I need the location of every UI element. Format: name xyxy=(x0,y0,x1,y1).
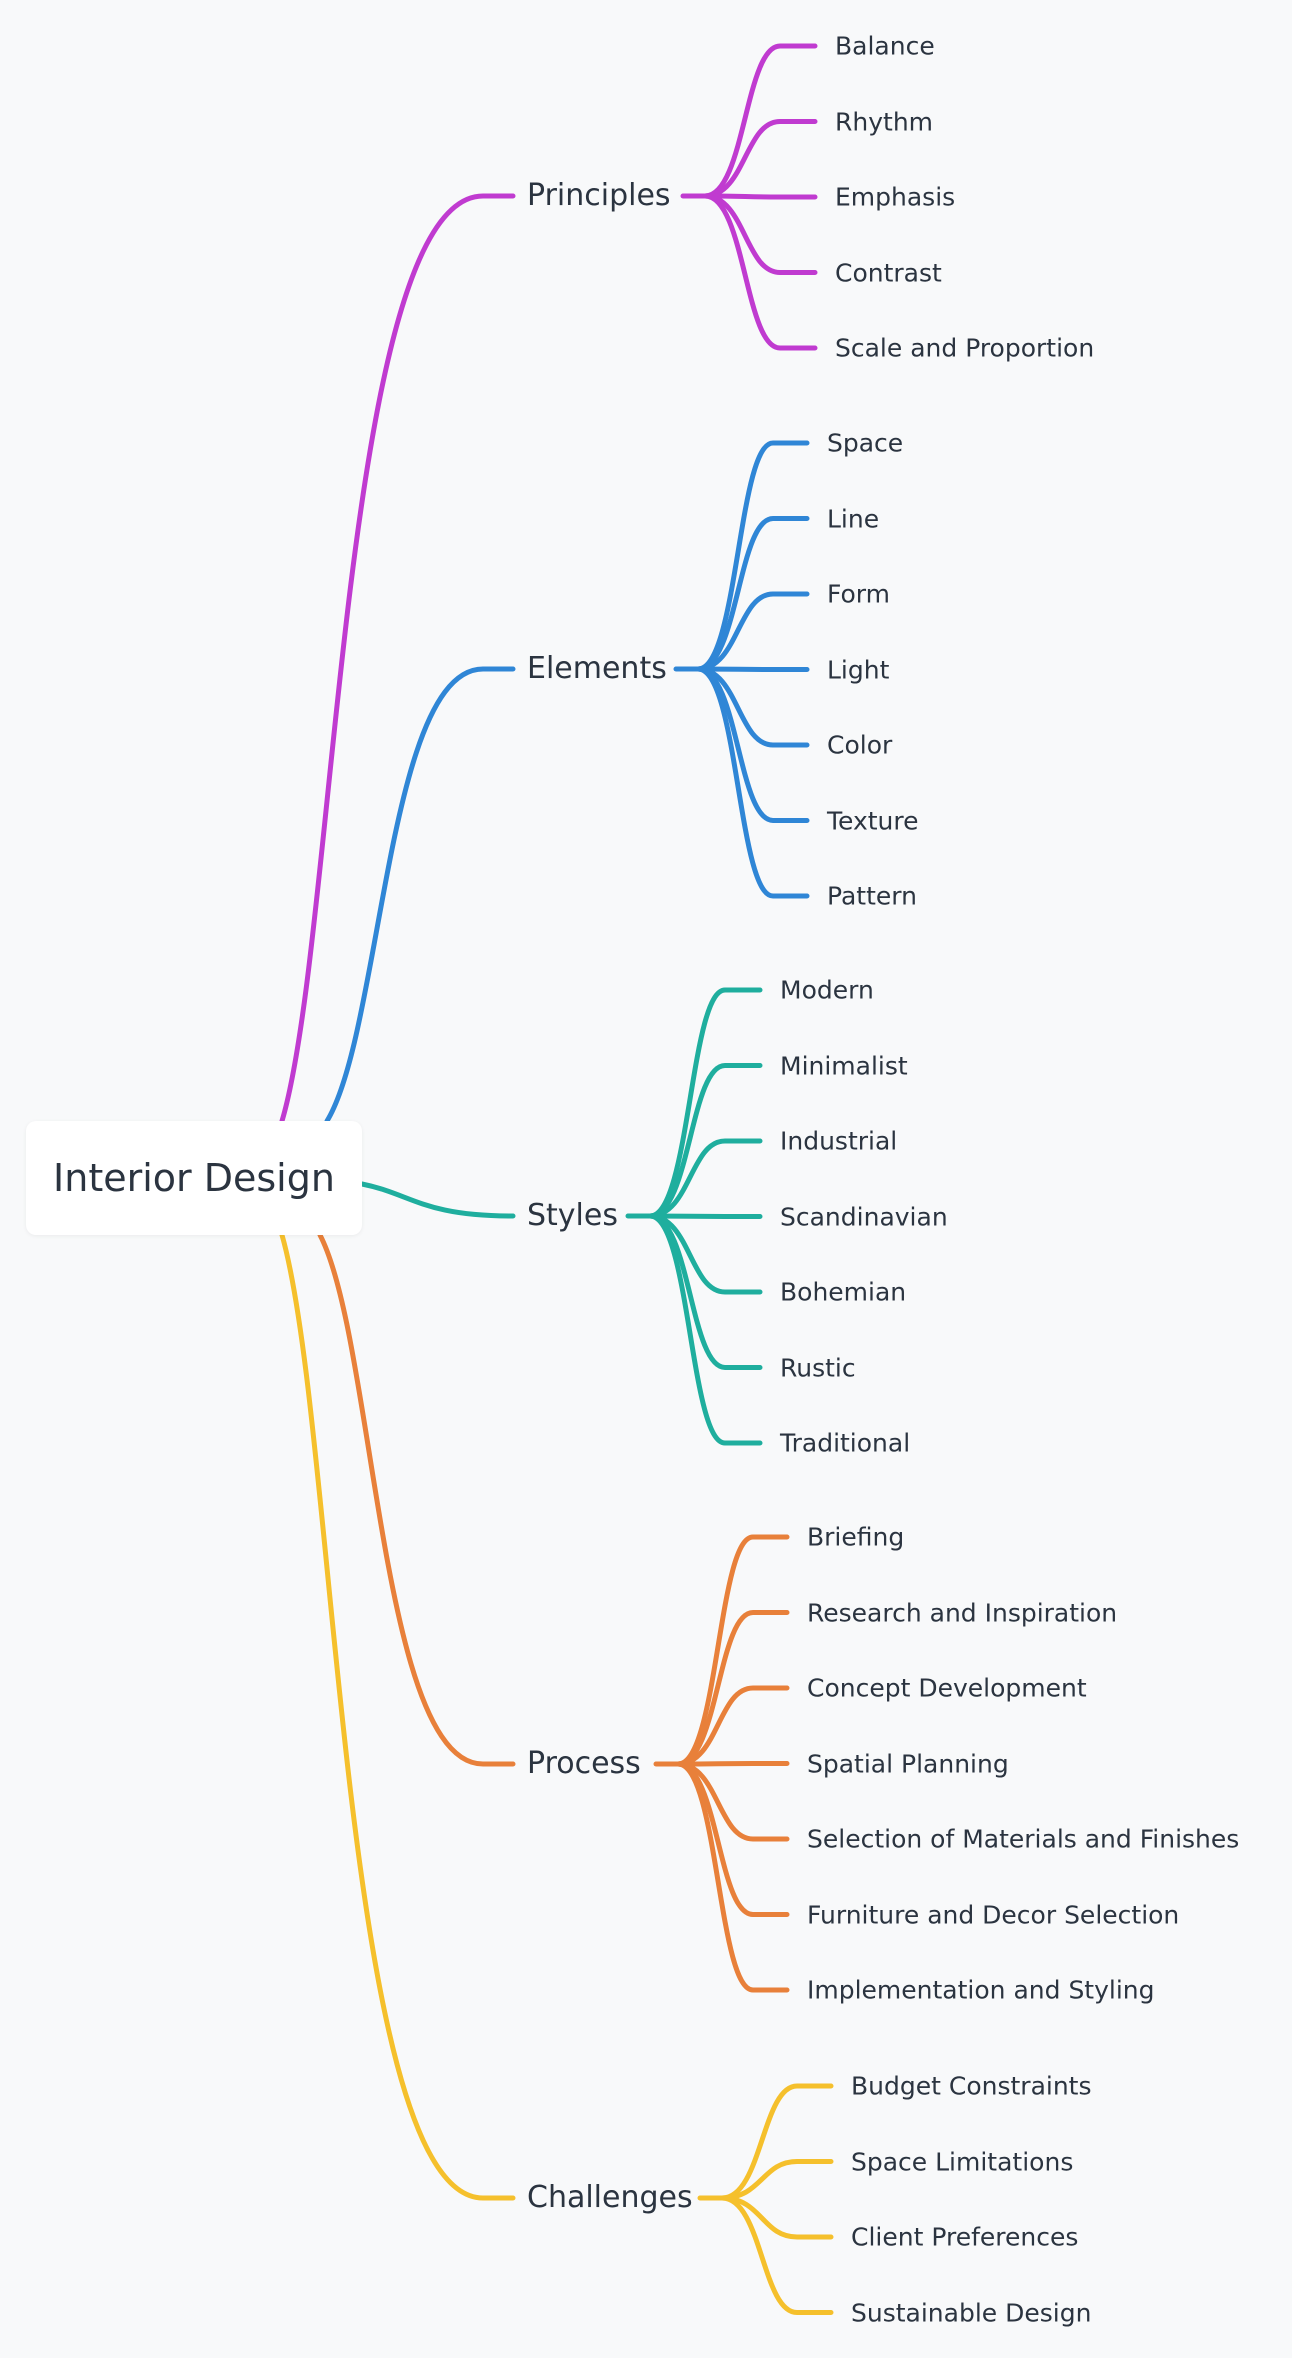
edge-root-elements xyxy=(324,666,516,1124)
leaf-node[interactable]: Industrial xyxy=(780,1126,898,1156)
edge-elements-leaf-0 xyxy=(695,440,810,672)
edge-process-leaf-1 xyxy=(675,1610,790,1767)
edge-challenges-leaf-0 xyxy=(719,2083,834,2201)
branch-node-principles[interactable]: Principles xyxy=(527,178,671,213)
leaf-node[interactable]: Space xyxy=(827,428,904,458)
edge-process-leaf-3 xyxy=(675,1761,790,1767)
leaf-node[interactable]: Emphasis xyxy=(835,182,956,212)
leaf-node[interactable]: Balance xyxy=(835,31,935,61)
branch-node-process[interactable]: Process xyxy=(527,1746,641,1781)
edge-process-leaf-2 xyxy=(675,1685,790,1767)
leaf-node[interactable]: Line xyxy=(827,504,880,533)
leaf-node[interactable]: Selection of Materials and Finishes xyxy=(807,1824,1240,1854)
leaf-node[interactable]: Traditional xyxy=(780,1428,911,1458)
edge-process-leaf-0 xyxy=(675,1534,790,1767)
leaf-node[interactable]: Furniture and Decor Selection xyxy=(807,1900,1180,1929)
leaf-node[interactable]: Modern xyxy=(780,975,874,1005)
edge-styles-leaf-1 xyxy=(647,1063,763,1219)
edge-elements-leaf-3 xyxy=(695,666,810,672)
edge-root-process xyxy=(317,1232,516,1767)
leaf-node[interactable]: Bohemian xyxy=(780,1277,907,1307)
leaf-node[interactable]: Form xyxy=(827,579,890,609)
edge-elements-leaf-1 xyxy=(695,516,810,672)
edge-principles-leaf-4 xyxy=(702,193,818,351)
edge-process-leaf-6 xyxy=(675,1761,790,1993)
leaf-node[interactable]: Rustic xyxy=(780,1353,856,1382)
leaf-node[interactable]: Scandinavian xyxy=(780,1202,948,1231)
edge-elements-leaf-2 xyxy=(695,591,810,672)
leaf-node[interactable]: Sustainable Design xyxy=(851,2298,1092,2327)
branch-node-styles[interactable]: Styles xyxy=(527,1198,618,1233)
leaf-node[interactable]: Client Preferences xyxy=(851,2222,1079,2252)
leaf-node[interactable]: Implementation and Styling xyxy=(807,1975,1155,2005)
leaf-node[interactable]: Spatial Planning xyxy=(807,1749,1009,1778)
edge-styles-leaf-0 xyxy=(647,987,763,1219)
edge-principles-leaf-0 xyxy=(702,43,818,199)
leaf-node[interactable]: Pattern xyxy=(827,881,917,911)
leaf-node[interactable]: Research and Inspiration xyxy=(807,1598,1118,1627)
edge-root-challenges xyxy=(279,1232,516,2201)
edge-principles-leaf-1 xyxy=(702,119,818,199)
leaf-node[interactable]: Rhythm xyxy=(835,107,934,136)
leaf-node[interactable]: Briefing xyxy=(807,1522,905,1552)
edge-challenges-leaf-3 xyxy=(719,2195,834,2315)
edge-styles-leaf-3 xyxy=(647,1213,763,1219)
leaf-node[interactable]: Light xyxy=(827,655,890,684)
leaf-node[interactable]: Texture xyxy=(827,806,919,835)
leaf-node[interactable]: Scale and Proportion xyxy=(835,333,1095,363)
root-label: Interior Design xyxy=(53,1156,335,1200)
edge-root-principles xyxy=(279,193,516,1124)
branch-node-challenges[interactable]: Challenges xyxy=(527,2180,693,2215)
leaf-node[interactable]: Minimalist xyxy=(780,1051,908,1080)
leaf-node[interactable]: Space Limitations xyxy=(851,2147,1074,2176)
edge-principles-leaf-2 xyxy=(702,193,818,200)
edge-challenges-leaf-1 xyxy=(719,2159,834,2201)
edge-elements-leaf-6 xyxy=(695,666,810,899)
leaf-node[interactable]: Concept Development xyxy=(807,1673,1087,1703)
leaf-node[interactable]: Color xyxy=(827,730,893,760)
leaf-node[interactable]: Budget Constraints xyxy=(851,2071,1092,2101)
root-node[interactable]: Interior Design xyxy=(26,1121,362,1235)
edge-root-styles xyxy=(359,1181,516,1219)
edge-styles-leaf-6 xyxy=(647,1213,763,1446)
leaf-node[interactable]: Contrast xyxy=(835,258,942,287)
edges-layer xyxy=(279,43,834,2315)
edge-styles-leaf-2 xyxy=(647,1138,763,1219)
branch-node-elements[interactable]: Elements xyxy=(527,651,667,686)
